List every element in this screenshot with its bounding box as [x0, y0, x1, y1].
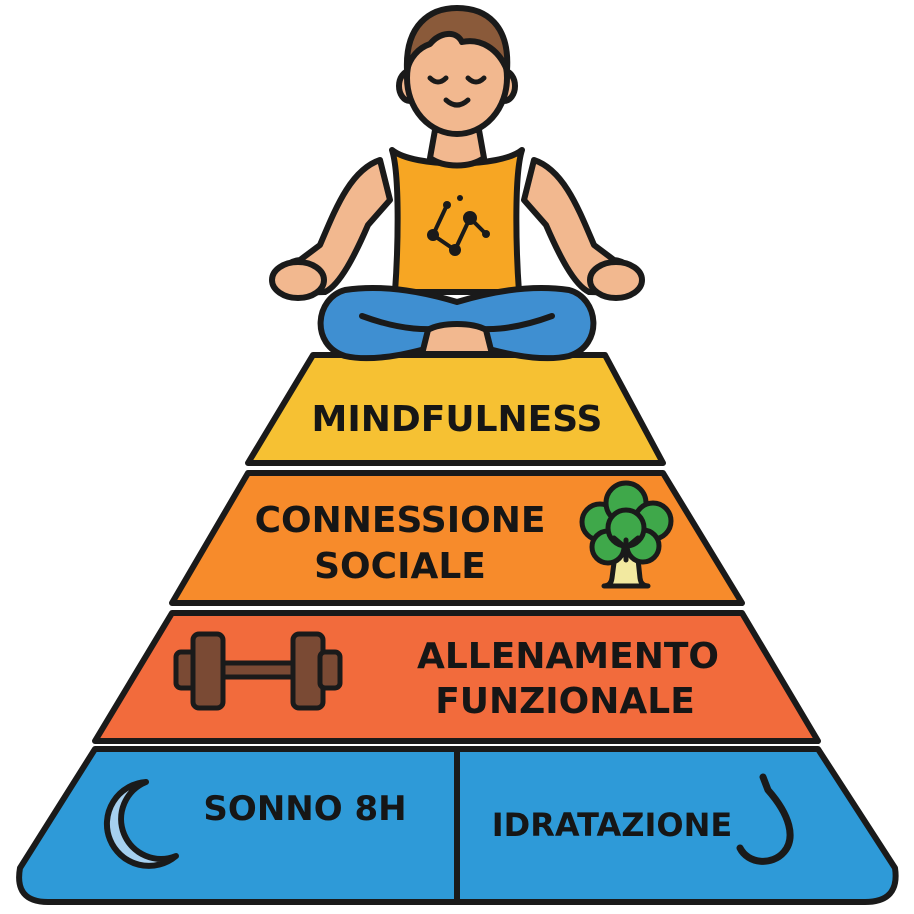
meditating-person-icon: [269, 5, 645, 362]
smile: [443, 97, 471, 108]
base-left-label: SONNO 8H: [203, 789, 406, 829]
tier-mindfulness-label: MINDFULNESS: [312, 399, 603, 440]
tier-connessione-label-line2: SOCIALE: [314, 546, 486, 587]
feet: [419, 321, 495, 357]
pyramid: [16, 352, 899, 905]
water-drop-icon: [736, 773, 794, 865]
moon-icon: [103, 779, 179, 869]
right-eye: [465, 75, 487, 85]
broccoli-icon: [579, 480, 674, 589]
right-hand: [587, 259, 645, 301]
tier-allenamento-label-line1: ALLENAMENTO: [417, 636, 719, 677]
tier-connessione-label-line1: CONNESSIONE: [255, 500, 546, 541]
base-right-label: IDRATAZIONE: [492, 806, 732, 844]
left-eye: [427, 75, 449, 85]
dumbbell-icon: [173, 631, 343, 711]
neck: [427, 127, 487, 169]
left-hand: [269, 259, 327, 301]
torso-shirt: [389, 147, 525, 295]
shirt-emblem-lines: [431, 203, 488, 252]
hair: [403, 5, 511, 73]
tier-allenamento-funzionale: [92, 610, 821, 744]
tier-allenamento-label-line2: FUNZIONALE: [435, 681, 695, 722]
